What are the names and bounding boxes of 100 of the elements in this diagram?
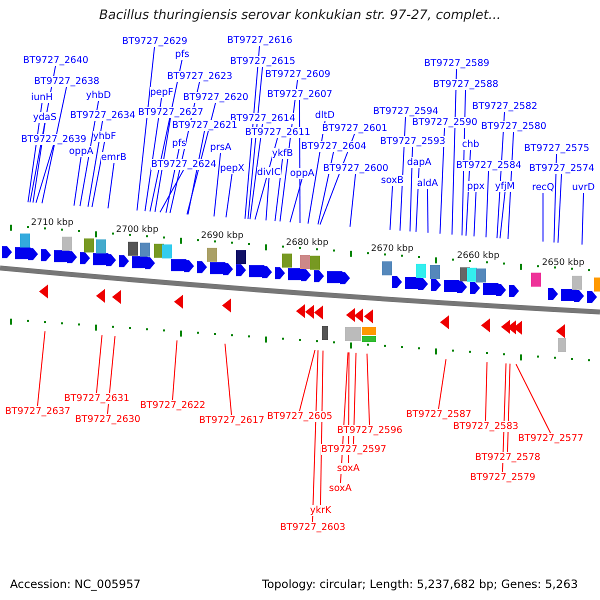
gene-label: BT9727_2621 (172, 120, 238, 131)
gene-label: BT9727_2577 (518, 433, 584, 444)
leader-line (554, 154, 557, 243)
gene-label: BT9727_2605 (267, 411, 332, 422)
gene-label: iunH (31, 92, 53, 103)
leader-line (558, 174, 562, 244)
leader-line (36, 144, 54, 204)
gene-label: BT9727_2578 (475, 452, 540, 463)
scale-label: 2710 kbp (31, 218, 74, 228)
leader-line (154, 118, 171, 212)
gene-label: BT9727_2579 (470, 472, 536, 483)
gene-label: soxB (381, 175, 404, 186)
gene-label: ydaS (33, 112, 57, 123)
gene-label: BT9727_2600 (323, 163, 388, 174)
leader-line (254, 138, 278, 220)
leader-line (438, 358, 446, 410)
gene-label: BT9727_2593 (380, 136, 446, 147)
gene-label: ykfB (272, 148, 293, 159)
leader-line (427, 188, 428, 234)
gene-label: BT9727_2627 (138, 107, 204, 118)
leader-line (172, 340, 178, 400)
gene-label: prsA (210, 142, 232, 153)
leader-line (92, 142, 105, 208)
gene-label: oppA (69, 146, 94, 157)
leader-line (42, 86, 67, 204)
gene-label: BT9727_2604 (301, 141, 366, 152)
leader-line (96, 334, 102, 394)
gene-label: oppA (290, 168, 314, 179)
leader-line (88, 120, 103, 208)
leader-line (74, 156, 82, 206)
footer-text: Accession: NC_005957 (10, 577, 141, 591)
gene-label: emrB (101, 152, 127, 163)
gene-label: BT9727_2629 (122, 36, 188, 47)
gene-label: BT9727_2584 (456, 160, 522, 171)
gene-label: BT9727_2590 (412, 117, 478, 128)
scale-label: 2690 kbp (201, 231, 244, 242)
leader-line (248, 66, 263, 220)
gene-label: soxA (337, 463, 360, 474)
leader-line (485, 362, 488, 422)
leader-line (353, 352, 356, 444)
leader-line (582, 192, 584, 246)
scale-label: 2650 kbp (542, 258, 584, 268)
leader-line (320, 350, 324, 506)
leader-line (390, 186, 393, 230)
scale-label: 2700 kbp (116, 224, 158, 235)
scale-label: 2670 kbp (371, 244, 414, 254)
gene-label: dapA (407, 157, 432, 168)
leader-line (312, 350, 318, 522)
leader-line (108, 162, 114, 209)
leader-line (188, 130, 205, 215)
gene-label: BT9727_2583 (453, 421, 518, 432)
gene-label: pfs (175, 49, 190, 60)
gene-label: BT9727_2575 (524, 143, 590, 154)
leader-line (224, 343, 232, 416)
gene-label: BT9727_2609 (265, 69, 330, 80)
leader-line (250, 124, 263, 220)
gene-label: BT9727_2616 (227, 35, 292, 46)
gene-label: BT9727_2603 (280, 522, 346, 533)
gene-label: BT9727_2631 (64, 393, 130, 404)
gene-label: BT9727_2624 (151, 159, 216, 170)
gene-label: BT9727_2638 (34, 76, 100, 87)
leader-line (366, 353, 370, 426)
leader-line (37, 330, 46, 406)
gene-label: chb (462, 139, 480, 150)
leader-line (507, 363, 510, 452)
map-title: Bacillus thuringiensis serovar konkukian str. 97-27, complet... (98, 8, 502, 23)
gene-label: BT9727_2630 (75, 414, 140, 425)
leader-line (214, 152, 221, 217)
gene-label: BT9727_2622 (140, 400, 206, 411)
gene-label: aldA (417, 178, 438, 189)
gene-label: BT9727_2607 (267, 89, 332, 100)
leader-line (542, 192, 544, 242)
gene-label: recQ (532, 182, 554, 193)
gene-label: yhbD (86, 90, 111, 101)
leader-line (474, 192, 476, 237)
gene-label: ppx (467, 181, 485, 192)
gene-label: BT9727_2596 (337, 425, 402, 436)
scale-label: 2680 kbp (286, 238, 328, 248)
gene-label: BT9727_2601 (322, 123, 388, 134)
gene-label: dltD (315, 110, 335, 121)
leader-line (416, 168, 420, 232)
gene-label: pepF (150, 87, 174, 98)
gene-label: pepX (220, 163, 244, 174)
leader-line (452, 68, 457, 236)
gene-label: divIC (257, 167, 281, 178)
gene-label: BT9727_2597 (321, 444, 386, 455)
gene-label: yhbF (93, 131, 116, 142)
gene-label: BT9727_2611 (245, 127, 310, 138)
leader-line (500, 192, 506, 239)
leader-line (290, 178, 302, 223)
gene-label: BT9727_2588 (433, 79, 498, 90)
gene-label: pfs (172, 138, 186, 149)
gene-label: BT9727_2634 (70, 110, 136, 121)
gene-label: BT9727_2587 (406, 409, 472, 420)
gene-label: yfjM (495, 181, 515, 192)
gene-label: ykrK (310, 505, 332, 516)
leader-line (508, 132, 514, 240)
gene-label: BT9727_2614 (230, 113, 296, 124)
gene-label: BT9727_2639 (21, 134, 86, 145)
gene-label: BT9727_2620 (183, 92, 248, 103)
